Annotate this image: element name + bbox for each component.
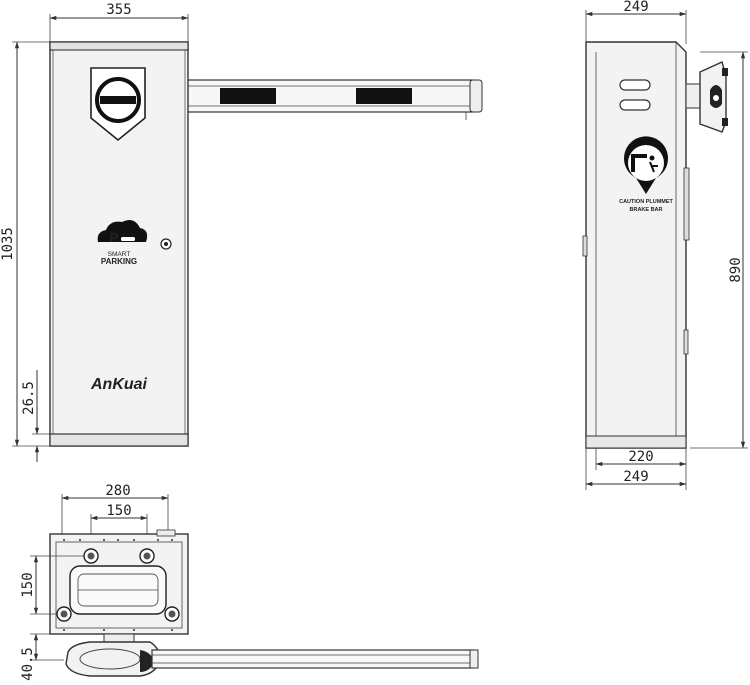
front-width-dim: 355 bbox=[106, 2, 131, 18]
front-view: 355 1035 26.5 bbox=[0, 2, 483, 462]
brand-name: AnKuai bbox=[90, 376, 148, 393]
logo-p-letter: P bbox=[110, 230, 119, 245]
arm-top-view bbox=[151, 649, 475, 669]
top-view: 280 150 150 40.5 bbox=[20, 483, 479, 681]
side-inner-dim: 220 bbox=[628, 449, 653, 465]
vent-slot bbox=[619, 99, 651, 111]
top-inner-dim: 150 bbox=[106, 503, 131, 519]
side-view: 249 CAUTION PLUMMET BRAKE BAR bbox=[582, 0, 748, 490]
caution-plummet-icon bbox=[623, 136, 668, 194]
logo-smart-text: SMART bbox=[108, 251, 131, 258]
caution-text-line2: BRAKE BAR bbox=[630, 207, 663, 213]
anchor-bolt bbox=[139, 548, 155, 564]
front-height-dim: 1035 bbox=[0, 227, 16, 261]
top-width-dim: 280 bbox=[105, 483, 130, 499]
logo-parking-text: PARKING bbox=[101, 257, 137, 266]
front-base-dim: 26.5 bbox=[21, 381, 37, 415]
barrier-arm bbox=[185, 79, 483, 120]
top-depth-dim: 150 bbox=[20, 572, 36, 597]
key-lock-icon bbox=[160, 238, 172, 250]
arm-hub bbox=[65, 633, 161, 677]
anchor-bolt bbox=[56, 606, 72, 622]
side-height-dim: 890 bbox=[728, 257, 744, 282]
side-outer-dim: 249 bbox=[623, 469, 648, 485]
arm-mount bbox=[685, 61, 728, 133]
stop-shield-icon bbox=[90, 67, 146, 142]
smart-parking-logo: P SMART PARKING bbox=[97, 220, 148, 266]
vent-slot bbox=[619, 79, 651, 91]
caution-text-line1: CAUTION PLUMMET bbox=[619, 199, 673, 205]
side-top-dim: 249 bbox=[623, 0, 648, 15]
top-offset-dim: 40.5 bbox=[20, 647, 36, 681]
anchor-bolt bbox=[83, 548, 99, 564]
arm-stripe bbox=[220, 88, 276, 104]
arm-stripe bbox=[356, 88, 412, 104]
anchor-bolt bbox=[164, 606, 180, 622]
